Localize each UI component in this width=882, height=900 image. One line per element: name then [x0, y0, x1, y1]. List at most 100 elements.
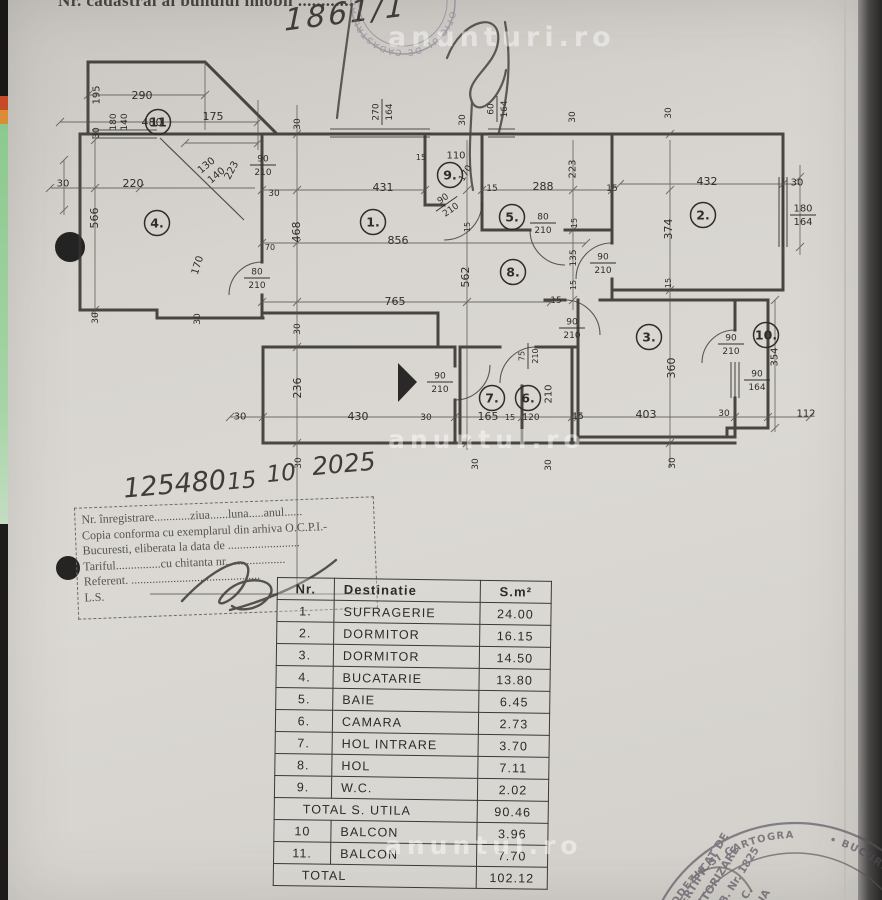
dimension-label: 30	[268, 189, 280, 199]
handwritten-signature-referent	[180, 558, 338, 612]
dimension-label: 30	[293, 118, 303, 130]
table-cell-nr: 4.	[275, 665, 334, 689]
table-cell-area: 102.12	[476, 866, 548, 890]
svg-text:30: 30	[544, 459, 554, 471]
dimension-label: 30	[193, 313, 203, 325]
edge-strip-black	[0, 0, 8, 96]
svg-text:223: 223	[568, 159, 579, 178]
svg-text:180: 180	[109, 113, 119, 130]
dimension-label: 30	[294, 457, 304, 469]
dimension-label: 403	[636, 408, 657, 421]
dimension-label: 195	[92, 85, 103, 104]
table-cell-destinatie: BAIE	[332, 688, 479, 713]
dimension-label: 30	[234, 412, 247, 423]
room-number: 8.	[499, 258, 527, 286]
dimension-label: 15	[606, 184, 617, 194]
table-cell-area: 14.50	[479, 646, 551, 670]
handwritten-month: 10	[265, 459, 297, 489]
table-cell-area: 6.45	[478, 690, 550, 714]
room-number: 11	[144, 108, 172, 136]
svg-text:30: 30	[458, 114, 468, 126]
dimension-label: 120	[522, 413, 539, 423]
svg-text:110: 110	[446, 151, 465, 162]
table-cell-destinatie: W.C.	[331, 776, 478, 801]
table-cell-area: 2.02	[477, 778, 549, 802]
dimension-label: 30	[791, 178, 804, 189]
svg-text:210: 210	[534, 226, 551, 236]
svg-text:75: 75	[518, 351, 527, 361]
svg-text:30: 30	[420, 413, 432, 423]
dimension-label: 30	[293, 323, 303, 335]
dimension-label: 170	[190, 255, 206, 277]
dimension-label: 30	[668, 457, 678, 469]
svg-text:15: 15	[486, 184, 497, 194]
svg-text:30: 30	[791, 178, 804, 189]
svg-text:30: 30	[91, 312, 101, 324]
dimension-label: 210	[544, 384, 555, 403]
table-cell-nr: 6.	[275, 709, 333, 733]
room-number: 5.	[498, 203, 526, 231]
svg-text:30: 30	[193, 313, 203, 325]
table-cell-nr: 1.	[276, 599, 335, 623]
dimension-label: 135	[569, 249, 579, 266]
svg-text:432: 432	[697, 175, 718, 188]
table-cell-area: 3.96	[476, 822, 549, 846]
svg-text:15: 15	[606, 184, 617, 194]
table-cell-nr: 9.	[274, 775, 332, 799]
svg-text:15: 15	[463, 222, 472, 232]
table-cell-destinatie: SUFRAGERIE	[333, 600, 481, 625]
dimension-label: 112	[796, 409, 815, 420]
dimension-label: 140	[120, 113, 130, 130]
table-cell-nr: 2.	[276, 621, 334, 645]
svg-text:165: 165	[478, 410, 499, 423]
svg-text:15: 15	[570, 218, 579, 228]
plan-dimension-lines	[45, 62, 815, 595]
dimension-label: 110	[446, 151, 465, 162]
table-cell-nr: 11.	[273, 841, 331, 865]
svg-text:288: 288	[533, 180, 554, 193]
dimension-label: 30	[568, 111, 578, 123]
svg-text:180: 180	[793, 204, 812, 215]
room-number: 7.	[478, 384, 506, 412]
table-cell-destinatie: BALCON	[330, 820, 478, 845]
edge-strip-green	[0, 124, 8, 524]
svg-text:90: 90	[566, 318, 578, 328]
svg-text:236: 236	[291, 378, 304, 399]
svg-text:11: 11	[149, 115, 166, 130]
dimension-label: 15	[572, 412, 583, 422]
dimension-label: 566	[88, 208, 101, 229]
cadastral-header-label: Nr. cadastral al bunului imobil ........…	[58, 0, 354, 10]
svg-text:2.: 2.	[696, 208, 709, 223]
svg-text:431: 431	[373, 181, 394, 194]
table-cell-destinatie: DORMITOR	[333, 622, 480, 647]
dimension-label: 30	[471, 458, 481, 470]
svg-text:210: 210	[431, 385, 448, 395]
table-cell-area: 16.15	[479, 624, 551, 648]
table-cell-area: 24.00	[479, 602, 552, 626]
svg-text:164: 164	[793, 217, 812, 228]
dimension-label: 30	[458, 114, 468, 126]
header-area: S.m²	[480, 580, 552, 604]
hole-punch-top	[55, 232, 85, 262]
svg-text:30: 30	[718, 409, 730, 419]
dimension-label: 288	[533, 180, 554, 193]
dimension-label: 30	[664, 107, 674, 119]
handwritten-year: 2025	[310, 446, 377, 482]
svg-text:210: 210	[594, 266, 611, 276]
dimension-label: 562	[459, 267, 472, 288]
dimension-label: 374	[662, 219, 675, 240]
hole-punch-bottom	[56, 556, 80, 580]
room-number: 2.	[689, 201, 717, 229]
edge-strip-red	[0, 96, 8, 110]
table-cell-area: 13.80	[478, 668, 551, 692]
table-cell-destinatie: DORMITOR	[333, 644, 480, 669]
dimension-label: 15	[416, 153, 426, 162]
svg-text:90: 90	[751, 370, 763, 380]
dimension-label: 15	[570, 218, 579, 228]
svg-text:1.: 1.	[366, 215, 379, 230]
